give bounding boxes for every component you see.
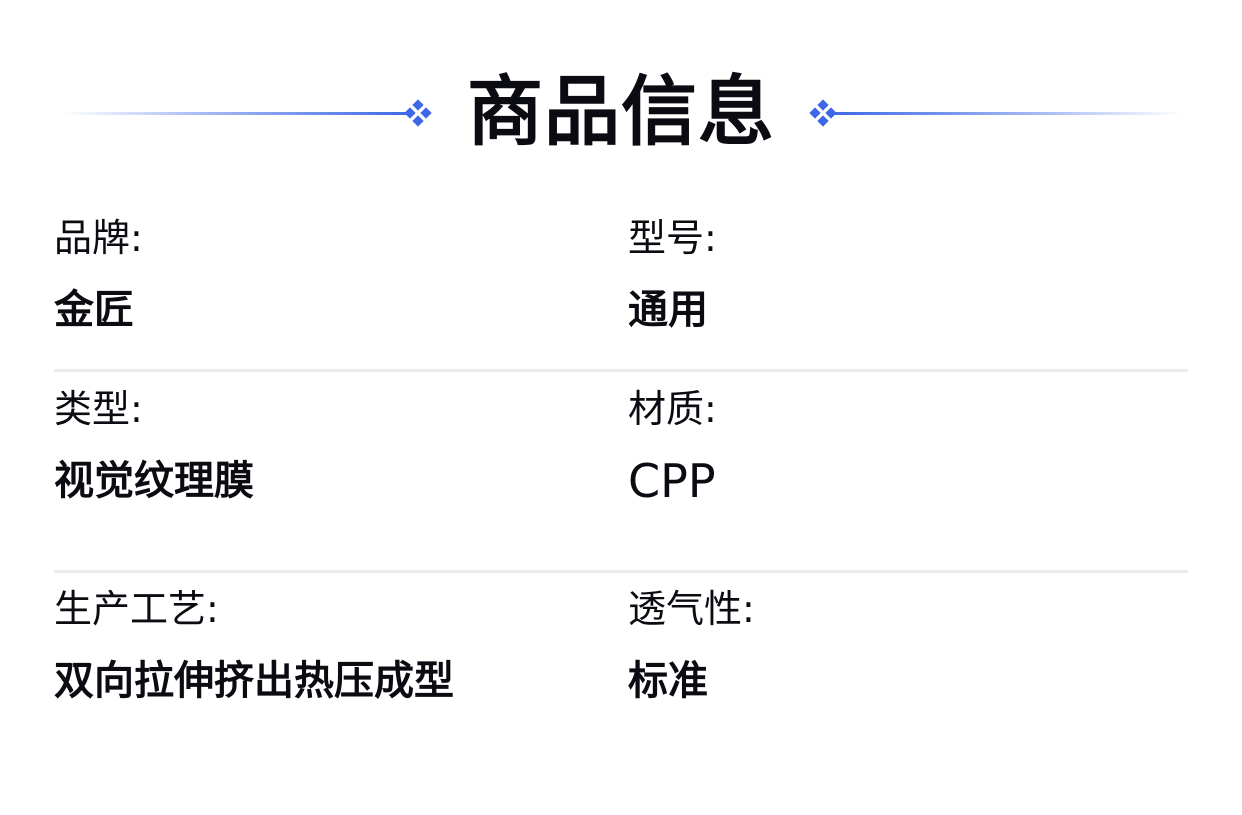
field-value: 金匠 xyxy=(54,287,134,333)
row-divider xyxy=(54,369,1188,372)
section-header: 商品信息 xyxy=(0,62,1242,162)
header-decor-line-left xyxy=(62,112,412,115)
field-label: 型号: xyxy=(628,216,717,260)
info-field-type: 类型: 视觉纹理膜 xyxy=(54,383,254,507)
page-title: 商品信息 xyxy=(467,67,775,156)
info-row: 品牌: 金匠 型号: 通用 xyxy=(54,212,1188,373)
field-value: 视觉纹理膜 xyxy=(54,458,254,504)
field-value: 通用 xyxy=(628,287,708,333)
field-label: 透气性: xyxy=(628,587,755,631)
info-field-model: 型号: 通用 xyxy=(628,212,717,336)
info-row: 生产工艺: 双向拉伸挤出热压成型 透气性: 标准 xyxy=(54,573,1188,763)
header-decor-line-right xyxy=(830,112,1182,115)
info-field-breathability: 透气性: 标准 xyxy=(628,583,755,707)
info-field-brand: 品牌: 金匠 xyxy=(54,212,143,336)
field-value: CPP xyxy=(628,454,716,508)
field-value: 标准 xyxy=(628,658,708,704)
field-label: 品牌: xyxy=(54,216,143,260)
product-info-grid: 品牌: 金匠 型号: 通用 类型: 视觉纹理膜 材质: CPP 生产工艺: 双向… xyxy=(54,212,1188,763)
field-label: 类型: xyxy=(54,387,143,431)
info-field-material: 材质: CPP xyxy=(628,383,717,507)
info-field-process: 生产工艺: 双向拉伸挤出热压成型 xyxy=(54,583,454,707)
field-label: 材质: xyxy=(628,387,717,431)
row-divider xyxy=(54,570,1188,573)
info-row: 类型: 视觉纹理膜 材质: CPP xyxy=(54,373,1188,573)
field-value: 双向拉伸挤出热压成型 xyxy=(54,658,454,704)
field-label: 生产工艺: xyxy=(54,587,219,631)
